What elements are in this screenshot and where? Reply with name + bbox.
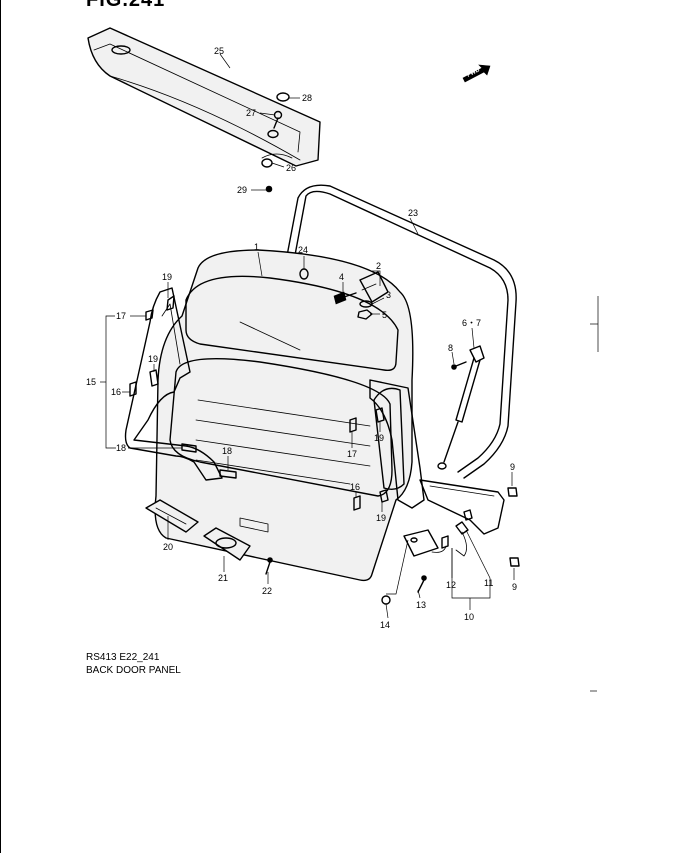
callout-17-a: 17 (116, 311, 126, 321)
callout-18-a: 18 (116, 443, 126, 453)
weatherstrip-part-23 (281, 184, 517, 479)
nut-part-14 (381, 595, 391, 605)
bumper-part-9-lower (509, 557, 520, 567)
callout-29: 29 (237, 185, 247, 195)
license-lamp-part-20 (145, 499, 199, 533)
fwd-arrow-icon: FWD (462, 64, 491, 83)
callout-12: 12 (446, 580, 456, 590)
caption-title: BACK DOOR PANEL (86, 665, 181, 676)
callout-28: 28 (302, 93, 312, 103)
callout-5: 5 (382, 310, 387, 320)
nut-part-5 (357, 309, 373, 320)
callout-13: 13 (416, 600, 426, 610)
trim-panel-part-15 (124, 287, 223, 481)
callout-8: 8 (448, 343, 453, 353)
callout-1: 1 (254, 242, 259, 252)
callout-2: 2 (376, 261, 381, 271)
callout-19-c: 19 (374, 433, 384, 443)
callout-19-b: 19 (148, 354, 158, 364)
nut-part-29 (265, 185, 273, 193)
callout-15: 15 (86, 377, 96, 387)
leader-lines (100, 53, 515, 619)
rod-part-11 (455, 509, 473, 557)
drawing-code: RS413 E22_241 (86, 652, 160, 663)
gas-strut-part-6-7 (437, 345, 485, 470)
callout-19-d: 19 (376, 513, 386, 523)
callout-11: 11 (484, 578, 493, 588)
back-door-panel-part-1 (154, 249, 414, 582)
screw-part-13 (417, 575, 427, 593)
callout-27: 27 (246, 108, 256, 118)
callout-4: 4 (339, 272, 344, 282)
callout-16-b: 16 (350, 482, 360, 492)
callout-20: 20 (163, 542, 173, 552)
callout-22: 22 (262, 586, 272, 596)
callout-17-b: 17 (347, 449, 357, 459)
cap-part-26 (261, 158, 273, 168)
callout-3: 3 (386, 290, 391, 300)
callout-9-b: 9 (512, 582, 517, 592)
callout-labels: 25 28 27 26 29 23 24 1 4 2 3 5 19 17 19 … (86, 46, 517, 630)
bolt-part-8 (451, 361, 467, 370)
page-left-border (0, 0, 1, 853)
bumper-part-9-upper (507, 487, 518, 497)
clip-part-28 (276, 92, 290, 102)
latch-part-10 (403, 529, 439, 557)
figure-title: FIG.241 (86, 0, 166, 11)
callout-24: 24 (298, 245, 308, 255)
hinge-part-2 (359, 271, 389, 303)
callout-21: 21 (218, 573, 228, 583)
callout-19-a: 19 (162, 272, 172, 282)
handle-part-21 (203, 527, 251, 561)
diagram-caption: RS413 E22_241 BACK DOOR PANEL (86, 651, 181, 677)
screw-part-22 (265, 557, 273, 575)
callout-18-b: 18 (222, 446, 232, 456)
bolt-part-4 (333, 291, 357, 305)
actuator-part-12 (431, 535, 449, 553)
trim-panel-right (369, 379, 505, 535)
fwd-arrow-label: FWD (466, 67, 481, 79)
callout-14: 14 (380, 620, 390, 630)
callout-25: 25 (214, 46, 224, 56)
callout-26: 26 (286, 163, 296, 173)
callout-16-a: 16 (111, 387, 121, 397)
spoiler-part-25 (87, 27, 321, 167)
callout-9-a: 9 (510, 462, 515, 472)
callout-10: 10 (464, 612, 474, 622)
callout-6-7: 6・7 (462, 318, 481, 328)
callout-23: 23 (408, 208, 418, 218)
